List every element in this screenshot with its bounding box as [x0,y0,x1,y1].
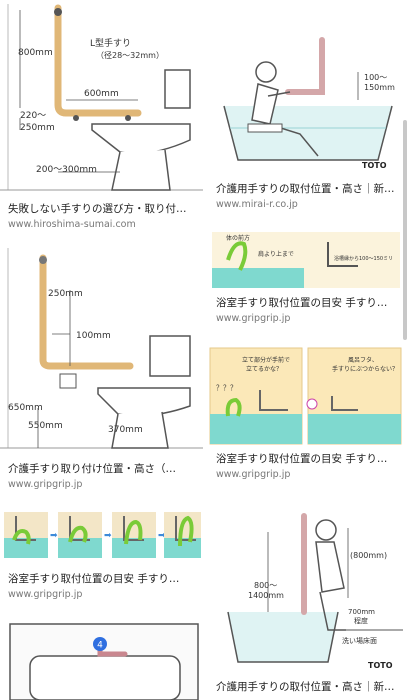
height-label-3: 程度 [354,616,368,625]
result-card[interactable]: 4 [0,620,203,700]
range-label-2: 250mm [20,123,55,133]
result-card[interactable]: 立て部分が手前で 立てるかな？ ？？？ 風呂フタ、 手すりにぶつからない？ 浴室… [208,346,403,488]
height-label-1: 650mm [8,403,43,413]
offset-label: 100mm [76,331,111,341]
brand-label: TOTO [362,161,387,170]
svg-text:➡: ➡ [104,531,112,541]
result-source: www.gripgrip.jp [216,469,291,480]
top-label: 250mm [48,289,83,299]
guide-label-a: 体の前方 [226,234,250,242]
result-title[interactable]: 浴室手すり取付位置の目安 手すり… [216,453,388,465]
question-1a: 立て部分が手前で [242,356,290,364]
svg-text:➡: ➡ [158,531,166,541]
width-label: 600mm [84,89,119,99]
brand-label: TOTO [368,661,393,670]
rail-diameter-label: （径28〜32mm） [96,50,164,60]
bath-sequence-panels: ➡ ➡ ➡ [4,512,201,558]
height-label-2: 550mm [28,421,63,431]
bath-standing-handrail-diagram: (800mm) 800〜 1400mm 700mm 程度 洗い場床面 TOTO [227,513,403,670]
result-title[interactable]: 介護用手すりの取付位置・高さ｜新… [216,183,395,195]
result-source: www.gripgrip.jp [8,589,83,600]
range-label-2: 1400mm [248,591,284,600]
result-title[interactable]: 介護手すり取り付け位置・高さ（… [8,463,176,475]
guide-label-c: 浴槽縁から100〜150ミリ [334,255,393,262]
question-marks: ？？？ [216,384,237,392]
rail-type-label: L型手すり [90,37,131,49]
bottom-label: 200〜300mm [36,165,97,175]
result-card[interactable]: L型手すり （径28〜32mm） 800mm 600mm 220〜 250mm … [0,0,203,236]
result-source: www.gripgrip.jp [216,313,291,324]
result-title[interactable]: 浴室手すり取付位置の目安 手すり… [216,297,388,309]
step-badge: 4 [97,641,103,651]
top-label-2: 150mm [364,83,395,92]
range-label-1: 800〜 [254,581,277,590]
bath-handrail-guide: 体の前方 肩より上まで 浴槽縁から100〜150ミリ [212,232,400,288]
bath-vertical-handrail-diagram: 100〜 150mm TOTO [223,37,395,170]
floor-label: 洗い場床面 [342,636,377,645]
height-label: 800mm [18,48,53,58]
height-label-1: (800mm) [350,551,387,560]
toilet-l-handrail-diagram: 250mm 100mm 650mm 550mm 370mm [0,248,203,449]
toilet-handrail-diagram: L型手すり （径28〜32mm） 800mm 600mm 220〜 250mm … [0,4,203,191]
scrollbar[interactable] [403,120,407,340]
result-thumbnail[interactable]: 250mm 100mm 650mm 550mm 370mm [0,248,203,456]
question-1b: 立てるかな？ [246,365,282,373]
range-label-1: 220〜 [20,111,46,121]
result-card[interactable]: 250mm 100mm 650mm 550mm 370mm 介護手すり取り付け位… [0,248,203,498]
result-source: www.mirai-r.co.jp [216,199,298,210]
question-2a: 風呂フタ、 [348,356,378,364]
guide-label-b: 肩より上まで [258,250,294,258]
height-label-2: 700mm [348,608,375,616]
result-source: www.gripgrip.jp [8,479,83,490]
result-title[interactable]: 浴室手すり取付位置の目安 手すり… [8,573,180,585]
result-thumbnail[interactable]: 体の前方 肩より上まで 浴槽縁から100〜150ミリ [208,230,403,290]
result-thumbnail[interactable]: 立て部分が手前で 立てるかな？ ？？？ 風呂フタ、 手すりにぶつからない？ [208,346,403,446]
question-2b: 手すりにぶつからない？ [332,365,398,373]
result-card[interactable]: (800mm) 800〜 1400mm 700mm 程度 洗い場床面 TOTO … [208,502,403,700]
result-thumbnail[interactable]: L型手すり （径28〜32mm） 800mm 600mm 220〜 250mm … [0,0,203,196]
result-thumbnail[interactable]: 100〜 150mm TOTO [208,0,403,176]
top-label-1: 100〜 [364,73,387,82]
result-thumbnail[interactable]: (800mm) 800〜 1400mm 700mm 程度 洗い場床面 TOTO [208,502,403,674]
result-source: www.hiroshima-sumai.com [8,219,136,230]
result-title[interactable]: 介護用手すりの取付位置・高さ｜新… [216,681,395,693]
result-thumbnail[interactable]: ➡ ➡ ➡ [0,510,203,562]
bath-handrail-questions: 立て部分が手前で 立てるかな？ ？？？ 風呂フタ、 手すりにぶつからない？ [209,347,402,445]
result-title[interactable]: 失敗しない手すりの選び方・取り付… [8,203,187,215]
svg-text:➡: ➡ [50,531,58,541]
depth-label: 370mm [108,425,143,435]
result-card[interactable]: 体の前方 肩より上まで 浴槽縁から100〜150ミリ 浴室手すり取付位置の目安 … [208,230,403,334]
result-card[interactable]: 100〜 150mm TOTO 介護用手すりの取付位置・高さ｜新… www.mi… [208,0,403,222]
bathroom-topview-diagram: 4 [9,623,199,700]
result-thumbnail[interactable]: 4 [0,620,203,700]
result-card[interactable]: ➡ ➡ ➡ [0,510,203,606]
